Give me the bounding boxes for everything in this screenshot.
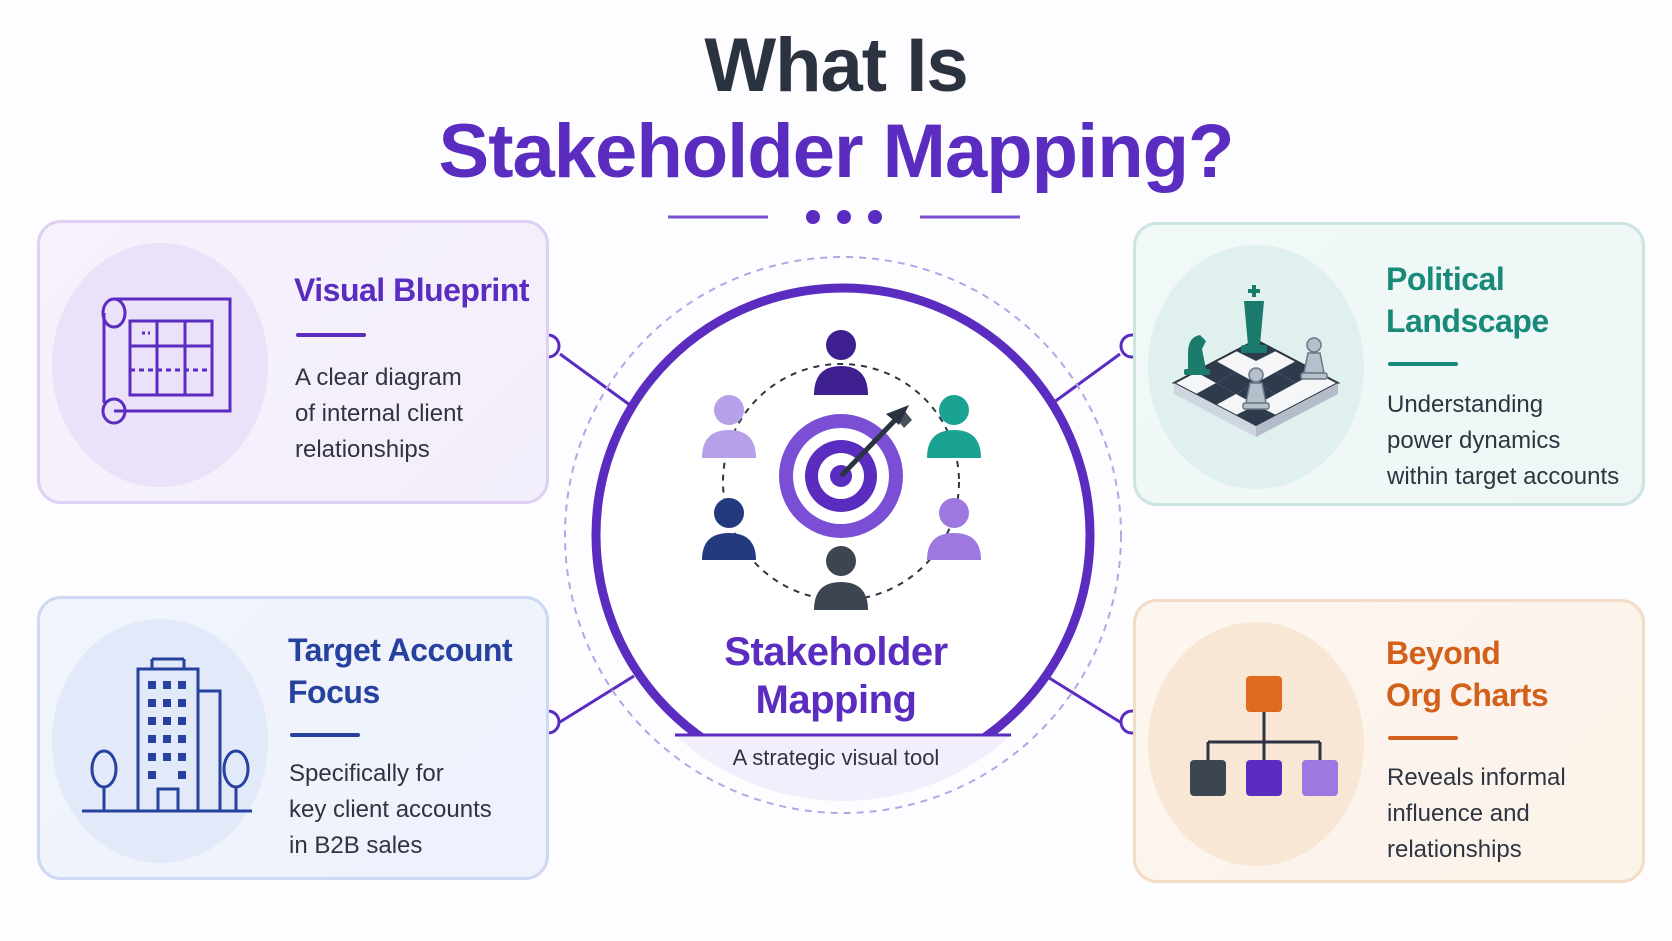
card-title: Target Account Focus xyxy=(288,629,513,713)
card-body-line: power dynamics xyxy=(1387,427,1561,454)
card-title-line2: Landscape xyxy=(1386,303,1549,339)
card-title: Political Landscape xyxy=(1386,258,1549,342)
card-body-line: within target accounts xyxy=(1387,463,1620,490)
card-political-landscape: Political Landscape Understanding power … xyxy=(1133,222,1645,506)
hub-title: Stakeholder Mapping xyxy=(646,628,1026,724)
person-icon-top xyxy=(814,330,868,395)
card-body-line: key client accounts xyxy=(289,796,492,823)
card-body-line: Reveals informal xyxy=(1387,764,1566,791)
person-icon-bottom xyxy=(814,546,868,610)
card-rule xyxy=(1388,736,1458,740)
target-icon xyxy=(779,405,912,538)
page-title-line2: Stakeholder Mapping? xyxy=(438,109,1235,194)
person-icon-upper-left xyxy=(702,395,756,458)
card-body-line: A clear diagram xyxy=(295,364,462,391)
card-body: A clear diagram of internal client relat… xyxy=(295,360,463,468)
card-rule xyxy=(290,733,360,737)
card-title-line1: Target Account xyxy=(288,632,513,668)
person-icon-upper-right xyxy=(927,395,981,458)
card-body-line: Specifically for xyxy=(289,760,444,787)
card-body: Specifically for key client accounts in … xyxy=(289,756,492,864)
hub-title-line1: Stakeholder xyxy=(724,630,948,674)
card-title: Beyond Org Charts xyxy=(1386,632,1549,716)
org-chart-icon xyxy=(1148,622,1364,866)
person-icon-lower-right xyxy=(927,498,981,560)
chess-board-icon xyxy=(1148,245,1364,489)
card-title-line1: Political xyxy=(1386,261,1505,297)
card-rule xyxy=(1388,362,1458,366)
card-rule xyxy=(296,333,366,337)
card-body-line: of internal client xyxy=(295,400,464,427)
hub-title-line2: Mapping xyxy=(755,678,917,722)
page-title-line1: What Is xyxy=(704,23,968,108)
hub-subtitle: A strategic visual tool xyxy=(732,745,940,770)
card-title: Visual Blueprint xyxy=(294,272,530,308)
card-body: Reveals informal influence and relations… xyxy=(1387,760,1566,868)
card-beyond-org-charts: Beyond Org Charts Reveals informal influ… xyxy=(1133,599,1645,883)
card-visual-blueprint: Visual Blueprint A clear diagram of inte… xyxy=(37,220,549,504)
card-body-line: relationships xyxy=(295,436,430,463)
blueprint-icon xyxy=(52,243,268,487)
card-body-line: Understanding xyxy=(1387,391,1544,418)
card-body-line: relationships xyxy=(1387,836,1522,863)
card-title-line1: Beyond xyxy=(1386,635,1501,671)
card-body-line: influence and xyxy=(1387,800,1530,827)
card-body-line: in B2B sales xyxy=(289,832,423,859)
title-divider xyxy=(668,210,1020,224)
card-target-account-focus: Target Account Focus Specifically for ke… xyxy=(37,596,549,880)
card-body: Understanding power dynamics within targ… xyxy=(1387,387,1619,495)
person-icon-lower-left xyxy=(702,498,756,560)
office-building-icon xyxy=(52,619,268,863)
card-title-line2: Org Charts xyxy=(1386,677,1549,713)
card-title-line2: Focus xyxy=(288,674,380,710)
